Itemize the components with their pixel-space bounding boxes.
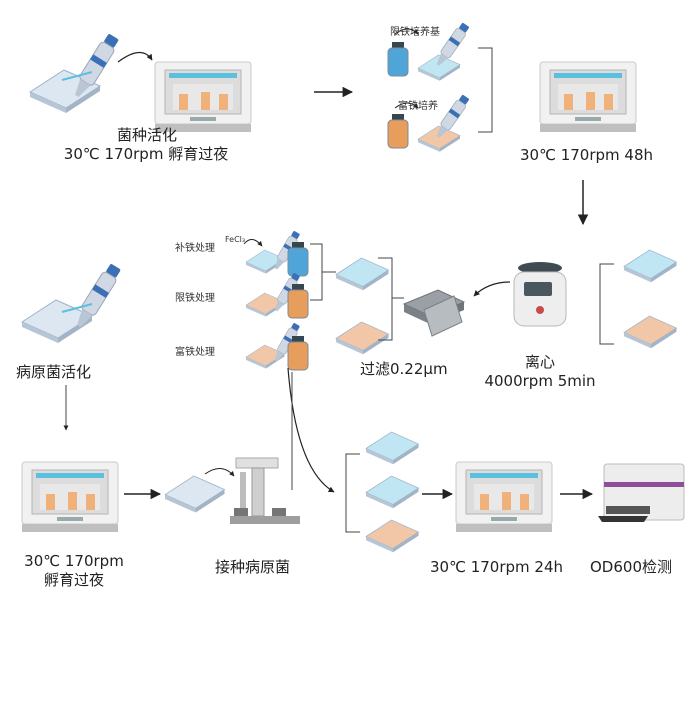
supernatant-plate-blue	[335, 257, 389, 291]
culture-plate-orange	[623, 315, 677, 349]
arrow-iron-rich	[394, 102, 419, 109]
assay-plate-2	[365, 475, 419, 509]
arrow-treatment-to-assay	[287, 367, 335, 493]
label-inoculate-pathogen: 接种病原菌	[215, 558, 291, 576]
bracket-assay	[345, 453, 360, 533]
label-iron-rich-treatment: 富铁处理	[175, 347, 215, 358]
label-iron-supplement: 补铁处理	[175, 243, 215, 254]
pathogen-plate	[164, 475, 225, 513]
filter-unit	[402, 289, 466, 337]
label-iron-limited-treatment: 限铁处理	[175, 293, 215, 304]
iron-limited-setup	[245, 271, 309, 319]
culture-plate-blue	[623, 249, 677, 283]
iron-supplement-setup	[245, 229, 309, 277]
label-pathogen-incubation: 30℃ 170rpm	[24, 552, 124, 570]
label-iron-limited-medium: 限铁培养基	[390, 27, 440, 38]
centrifuge	[513, 262, 567, 327]
label-pathogen-activation: 病原菌活化	[16, 363, 92, 381]
incubator-1	[154, 61, 252, 133]
arrow-to-incubator-1	[117, 51, 153, 63]
arrow-to-robot	[204, 468, 235, 477]
assay-plate-1	[365, 431, 419, 465]
multichannel-pipette-2	[21, 261, 124, 344]
incubator-3	[21, 461, 119, 533]
bracket-treatments	[310, 243, 336, 301]
arrow-centrifuge-to-filter	[473, 281, 511, 297]
supernatant-plate-orange	[335, 321, 389, 355]
label-strain-activation-conditions: 30℃ 170rpm 孵育过夜	[63, 145, 229, 163]
incubator-4	[455, 461, 553, 533]
bracket-centrifuge	[599, 263, 614, 345]
bracket-filter	[378, 257, 404, 341]
label-od600: OD600检测	[590, 558, 672, 576]
label-iron-rich-medium: 富铁培养	[398, 101, 438, 112]
label-incubation-48h: 30℃ 170rpm 48h	[520, 146, 653, 164]
assay-plate-3	[365, 519, 419, 553]
label-fecl3: FeCl₃	[225, 235, 246, 244]
label-strain-activation: 菌种活化	[116, 126, 177, 144]
label-centrifuge: 离心	[524, 353, 555, 371]
label-filter: 过滤0.22μm	[360, 360, 448, 378]
iron-rich-setup	[245, 321, 309, 371]
label-centrifuge-conditions: 4000rpm 5min	[484, 372, 596, 390]
arrow-fecl3	[243, 239, 263, 247]
arrow-iron-limited	[394, 28, 419, 35]
bracket-row1	[478, 47, 493, 133]
label-incubation-24h: 30℃ 170rpm 24h	[430, 558, 563, 576]
plate-reader	[598, 463, 685, 522]
incubator-2	[539, 61, 637, 133]
liquid-handler	[230, 457, 300, 524]
multichannel-pipette-1	[29, 31, 122, 114]
label-pathogen-incubation-overnight: 孵育过夜	[43, 571, 104, 589]
